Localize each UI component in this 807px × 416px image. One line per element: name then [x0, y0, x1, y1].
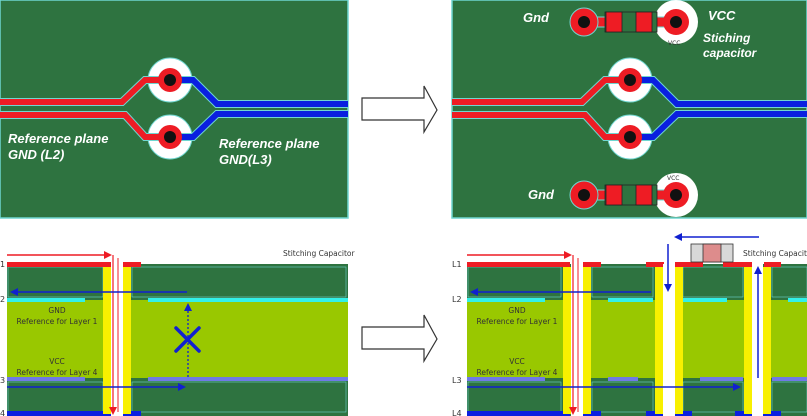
gnd-plane-desc: Reference for Layer 1 [477, 317, 558, 326]
via-barrel-wall [744, 267, 752, 414]
red-trace-top [452, 77, 630, 105]
stitching-capacitor-component [690, 243, 734, 263]
label-ref-plane-l3-line2: GND(L3) [219, 152, 272, 167]
capacitor-pad [635, 11, 653, 33]
layer1-copper [467, 262, 570, 267]
vcc-small-label-top: VCC [668, 40, 680, 47]
layer4-copper [583, 411, 601, 416]
via-hole [164, 74, 176, 86]
gnd-label-bottom: Gnd [528, 187, 555, 202]
via-barrel-wall [123, 267, 131, 414]
vcc-plane-desc: Reference for Layer 4 [477, 368, 558, 377]
label-ref-plane-l2-line1: Reference plane [8, 131, 108, 146]
vcc-label: VCC [708, 8, 736, 23]
via-barrel-wall [763, 267, 771, 414]
layer1-copper [675, 262, 703, 267]
vcc-plane-l3 [608, 377, 638, 381]
vcc-plane-l3 [7, 377, 85, 381]
layer-label-3: 3 [0, 376, 5, 385]
via-hole [164, 131, 176, 143]
gnd-plane-l2 [7, 298, 85, 302]
vcc-plane-label: VCC [509, 357, 525, 366]
via-hole [670, 189, 682, 201]
layer4-copper [7, 411, 111, 416]
vcc-plane-l3 [700, 377, 743, 381]
gnd-plane-l2 [608, 298, 653, 302]
dielectric-region [771, 381, 807, 413]
layer1-copper [646, 262, 664, 267]
layer1-copper [583, 262, 601, 267]
layer1-copper [7, 262, 111, 267]
panel-top-right-pcb: VCC VCC Gnd Gnd VCC Stiching capacitor [451, 0, 807, 219]
vcc-plane-l3 [772, 377, 807, 381]
via-hole [624, 74, 636, 86]
via-hole [670, 16, 682, 28]
stitching-capacitor-title: Stitching Capacit [743, 249, 807, 258]
stitching-capacitor-label-line2: capacitor [703, 46, 758, 60]
via-drill [663, 264, 675, 416]
red-trace-top [0, 77, 170, 105]
stitching-capacitor-label-line1: Stiching [703, 31, 751, 45]
layer4-copper [467, 411, 570, 416]
layer-label-2: 2 [0, 295, 5, 304]
vcc-small-label-bottom: VCC [667, 175, 679, 182]
via-barrel-wall [583, 267, 591, 414]
layer-label-l1: L1 [452, 260, 462, 269]
layer-label-l2: L2 [452, 295, 462, 304]
layer-label-1: 1 [0, 260, 5, 269]
layer-label-l3: L3 [452, 376, 462, 385]
layer-label-l4: L4 [452, 409, 462, 416]
right-arrow-top-icon [361, 85, 438, 135]
panel-top-left-pcb: Reference plane GND (L2) Reference plane… [0, 0, 349, 219]
layer1-copper [764, 262, 781, 267]
layer-label-4: 4 [0, 409, 5, 416]
layer1-copper [723, 262, 752, 267]
pcb-board [451, 0, 807, 219]
pcb-board [0, 0, 349, 219]
dielectric-region [682, 266, 744, 298]
label-ref-plane-l2-line2: GND (L2) [8, 147, 64, 162]
gnd-plane-l2 [683, 298, 727, 302]
gnd-plane-desc: Reference for Layer 1 [17, 317, 98, 326]
right-arrow-bottom-icon [361, 314, 438, 364]
capacitor-pad [605, 11, 623, 33]
gnd-plane-label: GND [48, 306, 65, 315]
dielectric-region [771, 266, 807, 298]
via-barrel-wall [675, 267, 683, 414]
vcc-plane-l3 [148, 377, 348, 381]
vcc-plane-desc: Reference for Layer 4 [17, 368, 98, 377]
dielectric-prepreg [7, 300, 348, 378]
vcc-plane-l3 [467, 377, 545, 381]
gnd-plane-l2 [148, 298, 348, 302]
via-barrel-wall [563, 267, 571, 414]
gnd-label-top: Gnd [523, 10, 550, 25]
layer4-copper [123, 411, 141, 416]
gnd-plane-l2 [788, 298, 807, 302]
via-drill [111, 264, 123, 416]
red-trace-bottom [0, 112, 170, 140]
label-ref-plane-l3-line1: Reference plane [219, 136, 319, 151]
red-trace-bottom [452, 112, 630, 140]
via-hole [624, 131, 636, 143]
panel-bottom-left-stackup: Stitching Capacitor 1 2 3 4 GND Referenc… [0, 249, 356, 416]
via-hole [578, 189, 590, 201]
gnd-plane-l2 [467, 298, 545, 302]
via-barrel-wall [103, 267, 111, 414]
via-drill [571, 264, 583, 416]
panel-bottom-right-stackup: Stitching Capacit L1 L2 L3 L4 [452, 233, 807, 416]
capacitor-pad [605, 184, 623, 206]
via-barrel-wall [655, 267, 663, 414]
capacitor-pad [635, 184, 653, 206]
gnd-plane-label: GND [508, 306, 525, 315]
vcc-plane-label: VCC [49, 357, 65, 366]
blocked-x-icon [174, 326, 201, 353]
stitching-capacitor-title: Stitching Capacitor [283, 249, 356, 258]
layer1-copper [123, 262, 141, 267]
via-hole [578, 16, 590, 28]
